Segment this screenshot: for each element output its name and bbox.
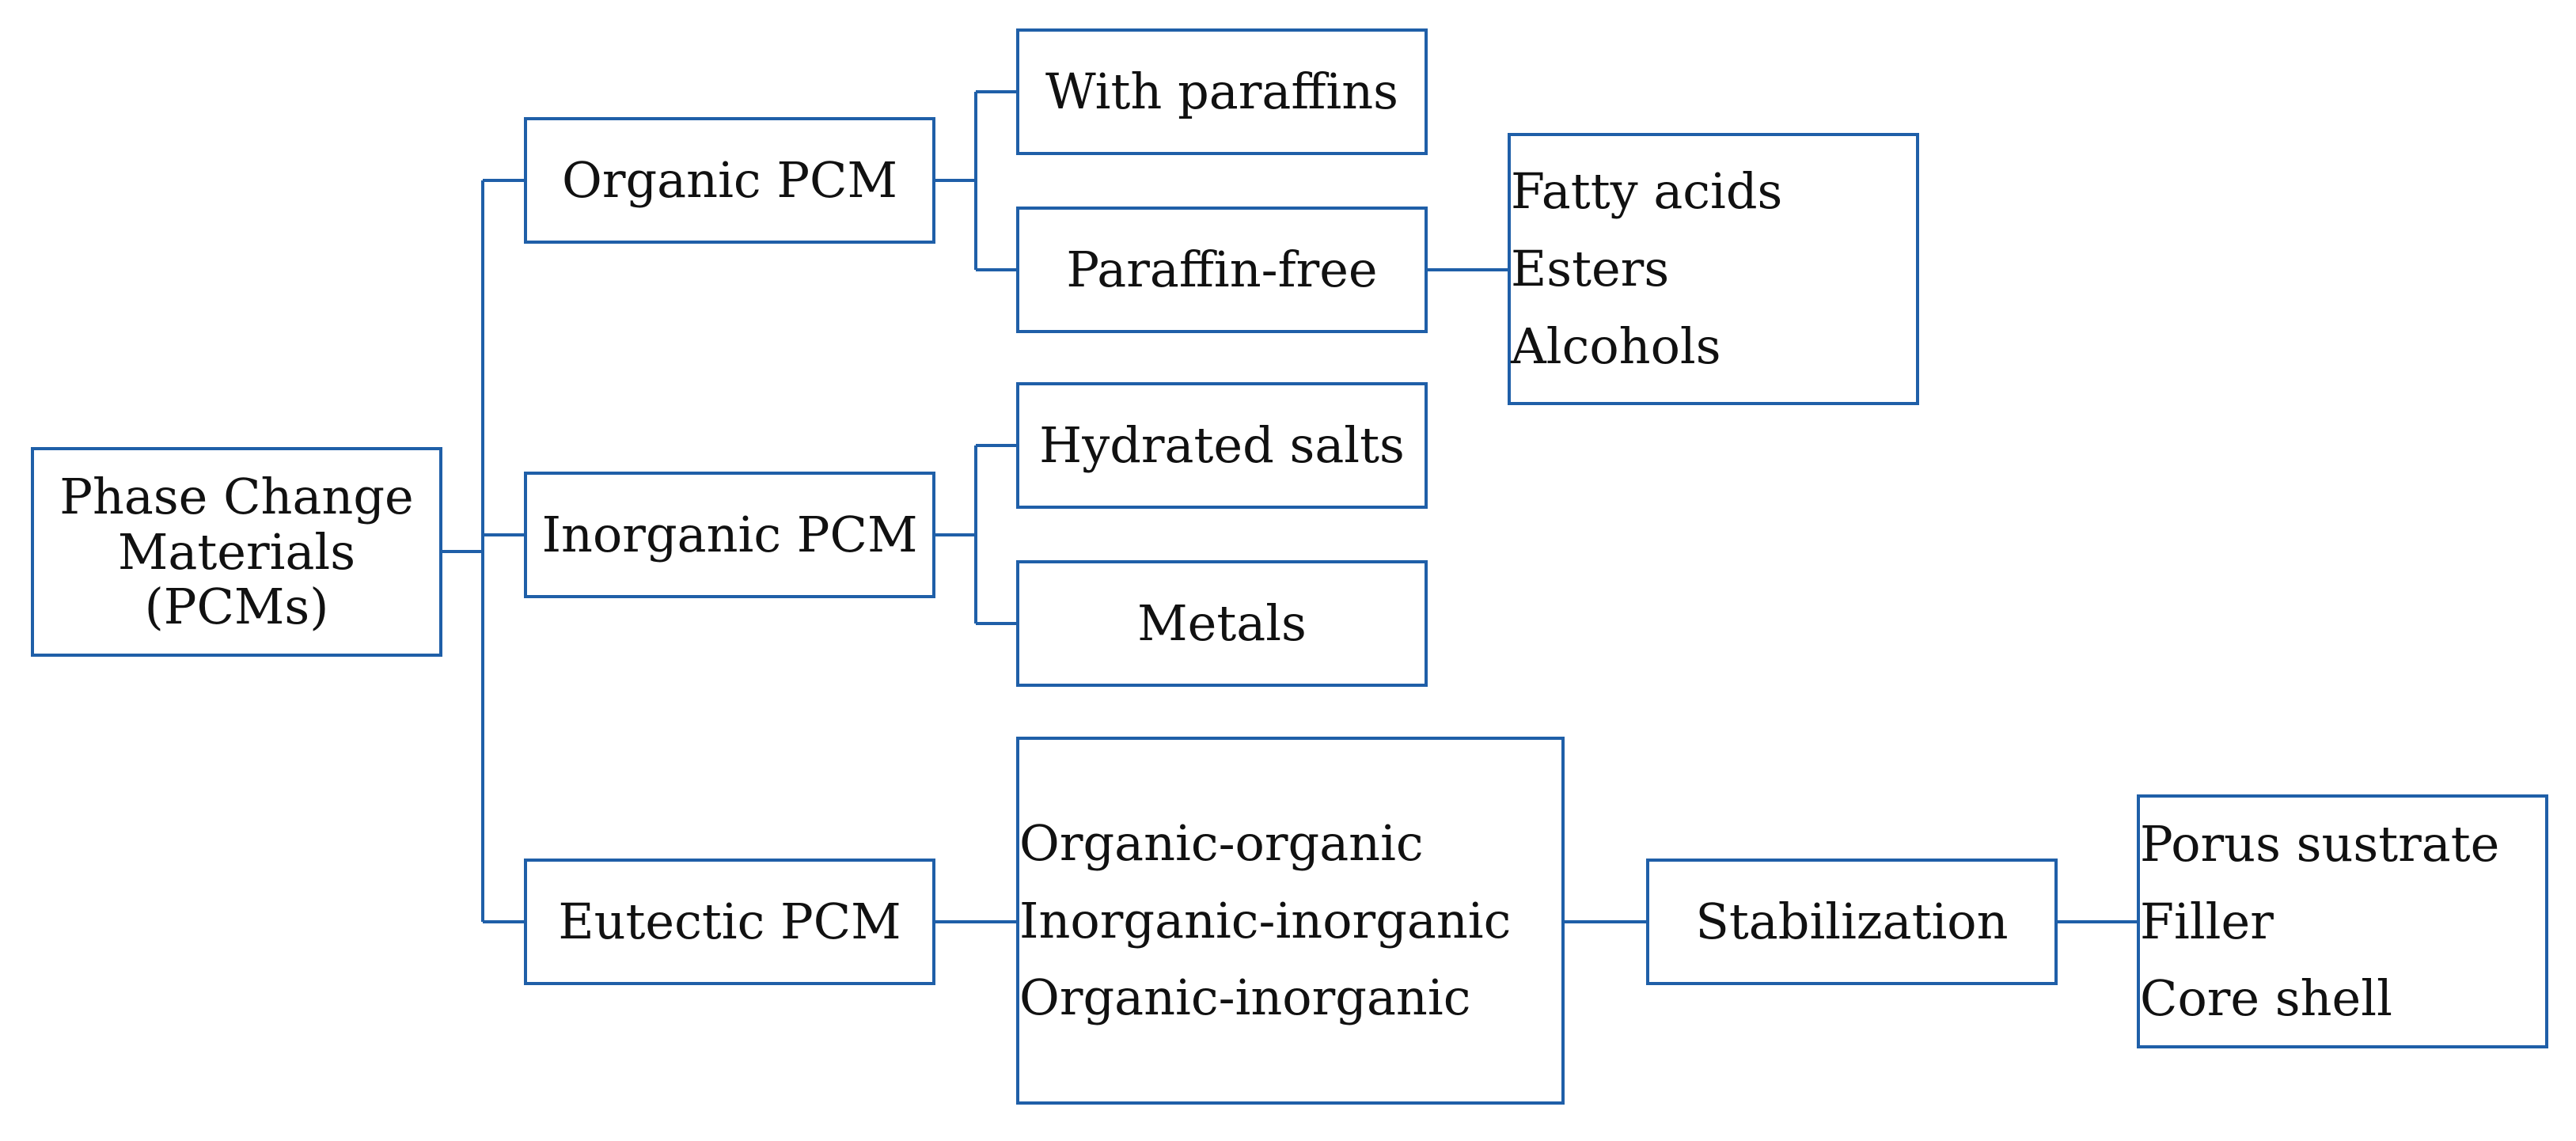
list-item: Alcohols — [1511, 317, 1721, 375]
node-stabilization-methods: Porus sustrate Filler Core shell — [2137, 794, 2548, 1048]
list-item: Porus sustrate — [2140, 814, 2500, 873]
node-hydrated-salts: Hydrated salts — [1016, 382, 1428, 509]
node-label: Paraffin-free — [1066, 241, 1378, 299]
list-item: Esters — [1511, 240, 1670, 298]
node-stabilization: Stabilization — [1646, 859, 2058, 985]
root-line-3: (PCMs) — [144, 578, 329, 636]
node-label: With paraffins — [1045, 63, 1398, 121]
list-item: Core shell — [2140, 969, 2392, 1028]
node-label: Hydrated salts — [1039, 416, 1405, 475]
node-phase-change-materials: Phase Change Materials (PCMs) — [31, 447, 442, 657]
node-inorganic-pcm: Inorganic PCM — [524, 472, 935, 598]
node-label: Inorganic PCM — [541, 506, 918, 564]
node-paraffin-free-types: Fatty acids Esters Alcohols — [1508, 133, 1919, 405]
node-with-paraffins: With paraffins — [1016, 28, 1428, 155]
node-metals: Metals — [1016, 560, 1428, 687]
node-organic-pcm: Organic PCM — [524, 117, 935, 244]
list-item: Organic-inorganic — [1019, 969, 1471, 1027]
list-item: Organic-organic — [1019, 813, 1424, 872]
node-label: Eutectic PCM — [558, 893, 901, 951]
list-item: Fatty acids — [1511, 162, 1783, 221]
node-label: Metals — [1137, 594, 1307, 653]
list-item: Inorganic-inorganic — [1019, 891, 1512, 950]
node-paraffin-free: Paraffin-free — [1016, 207, 1428, 333]
root-line-2: Materials — [117, 522, 356, 581]
root-line-1: Phase Change — [59, 468, 414, 526]
list-item: Filler — [2140, 892, 2274, 950]
node-label: Stabilization — [1695, 893, 2009, 951]
node-eutectic-pcm: Eutectic PCM — [524, 859, 935, 985]
node-eutectic-types: Organic-organic Inorganic-inorganic Orga… — [1016, 737, 1565, 1105]
node-label: Organic PCM — [562, 151, 897, 210]
